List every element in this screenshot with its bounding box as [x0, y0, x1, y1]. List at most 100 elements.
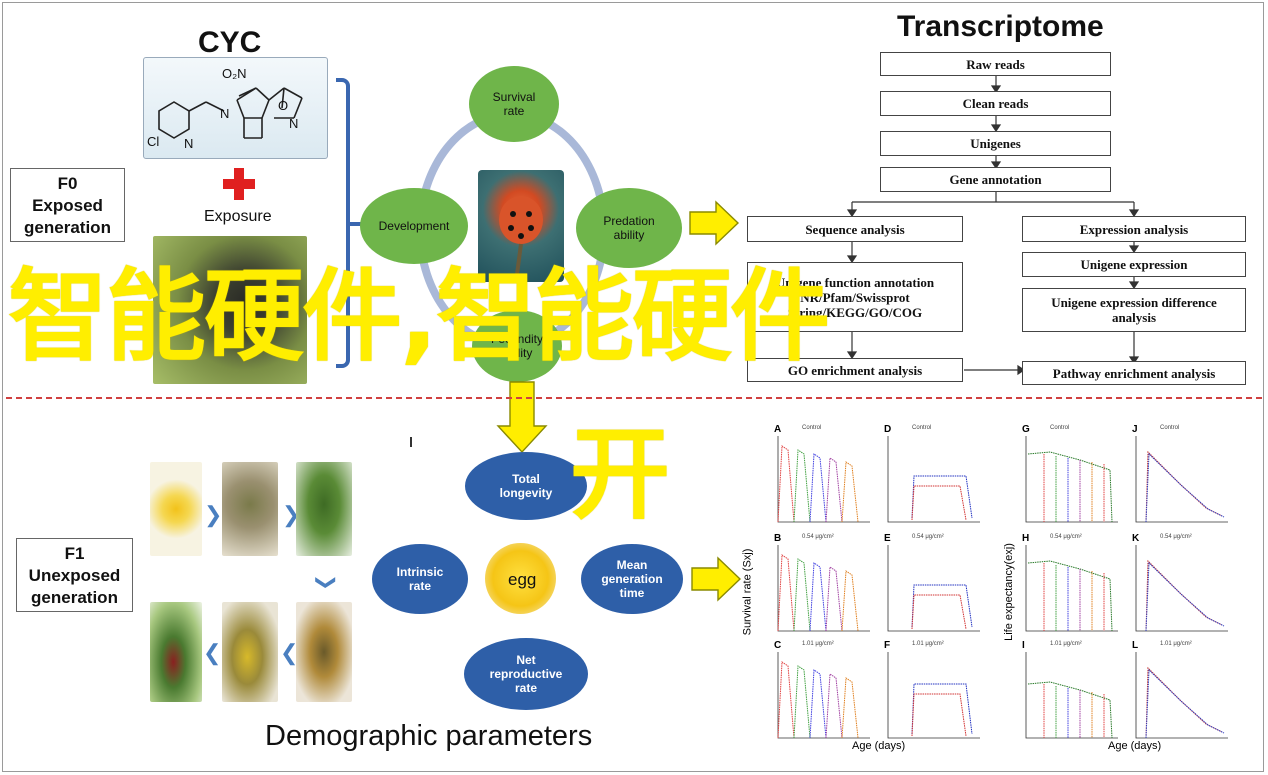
expectancy-curve — [1027, 451, 1113, 523]
chart-axis — [887, 652, 980, 739]
f1-line3: generation — [31, 588, 118, 607]
chevron-left-icon-2: ❮ — [203, 640, 222, 665]
chart-axis — [1025, 436, 1118, 523]
cyc-molecule: O₂N Cl N N O N — [143, 57, 328, 159]
male-curve — [911, 683, 973, 735]
ladybug-spots — [499, 196, 543, 283]
chart-panel-plot — [777, 436, 870, 523]
stage-curve — [841, 461, 859, 523]
stage-curve — [841, 677, 859, 739]
chart-panel-plot — [1135, 436, 1228, 523]
predation-ability-node: Predation ability — [576, 188, 682, 268]
chart-panel-letter: B — [774, 533, 782, 544]
chart-panel-letter: I — [1022, 640, 1025, 651]
chart-panel-title: Control — [912, 425, 932, 431]
female-expectancy — [1145, 450, 1223, 523]
stage-curve — [809, 562, 827, 632]
chevron-left-icon: ❮ — [280, 640, 299, 665]
egg-label: egg — [508, 570, 537, 589]
chart-axis — [887, 436, 980, 523]
chart-panel-plot — [887, 436, 980, 523]
stage-curve — [793, 449, 811, 523]
chart-panel-letter: G — [1022, 424, 1030, 435]
chart-panel-title: Control — [1160, 425, 1180, 431]
cyc-label: CYC — [198, 26, 262, 59]
chevron-right-icon-2: ❯ — [282, 502, 301, 527]
male-expectancy — [1145, 452, 1225, 523]
molecule-o: O — [278, 98, 288, 113]
flow-connectors — [846, 76, 1140, 376]
chart-panel-title: 0.54 μg/cm² — [1050, 534, 1082, 540]
chart-panel-i: I 1.01 μg/cm² — [1020, 640, 1120, 740]
arrow-to-charts — [691, 556, 742, 602]
expression-analysis-box: Expression analysis — [1022, 216, 1246, 242]
chart-panel-letter: E — [884, 533, 891, 544]
life-expectancy-ylabel: Life expectancy(exj) — [1002, 543, 1015, 641]
chart-panel-letter: K — [1132, 533, 1140, 544]
eggs-photo — [150, 462, 202, 556]
plant-photo — [150, 602, 202, 702]
small-mark — [410, 437, 412, 447]
ladybug-photo — [478, 170, 564, 283]
beetle-photo — [153, 236, 307, 384]
adult-beetle-photo — [222, 602, 278, 702]
xlabel-right: Age (days) — [1108, 740, 1162, 752]
overlay-text-line1: 智能硬件,智能硬件 — [8, 258, 830, 375]
pathway-enrichment-box: Pathway enrichment analysis — [1022, 361, 1246, 385]
molecule-n-bridge: N — [289, 116, 298, 131]
chart-panel-d: D Control — [882, 424, 982, 524]
xlabel-left: Age (days) — [852, 740, 906, 752]
chart-panel-title: Control — [802, 425, 822, 431]
female-expectancy — [1145, 666, 1223, 739]
chart-panel-title: 1.01 μg/cm² — [802, 641, 834, 647]
stage-curve — [825, 457, 843, 523]
raw-reads-box: Raw reads — [880, 52, 1111, 76]
larvae-photo — [222, 462, 278, 556]
chart-axis — [1025, 545, 1118, 632]
chart-panel-letter: A — [774, 424, 782, 435]
chart-panel-plot — [777, 652, 870, 739]
stage-curve — [825, 566, 843, 632]
chart-panel-letter: H — [1022, 533, 1030, 544]
chart-axis — [1135, 652, 1228, 739]
molecule-cl: Cl — [147, 134, 159, 149]
molecule-n-amine: N — [220, 106, 229, 121]
unigenes-box: Unigenes — [880, 131, 1111, 156]
unigene-expression-box: Unigene expression — [1022, 252, 1246, 277]
male-expectancy — [1145, 668, 1225, 739]
female-curve — [911, 693, 967, 737]
arrow-to-transcriptome — [689, 200, 740, 246]
clean-reads-box: Clean reads — [880, 91, 1111, 116]
mean-generation-node: Mean generation time — [581, 544, 683, 614]
chart-panel-title: 1.01 μg/cm² — [1160, 641, 1192, 647]
pupa-photo — [296, 602, 352, 702]
chart-axis — [1025, 652, 1118, 739]
f0-title: F0 — [57, 174, 78, 193]
exposure-label: Exposure — [204, 208, 272, 225]
chart-panel-plot — [777, 545, 870, 632]
molecule-no2: O₂N — [222, 66, 247, 81]
chevron-right-icon: ❯ — [204, 502, 223, 527]
expectancy-curve — [1027, 681, 1113, 739]
chart-panel-title: 1.01 μg/cm² — [1050, 641, 1082, 647]
survival-ylabel: Survival rate (Sxj) — [741, 548, 754, 636]
female-curve — [911, 594, 967, 630]
molecule-structure: O₂N Cl N N O N — [147, 66, 303, 151]
chart-panel-letter: J — [1132, 424, 1138, 435]
total-longevity-node: Total longevity — [465, 452, 587, 520]
f0-line2: Exposed — [32, 196, 103, 215]
male-expectancy — [1145, 561, 1225, 632]
chart-panel-letter: D — [884, 424, 892, 435]
overlay-text-line2: 开 — [570, 416, 670, 533]
development-node: Development — [360, 188, 468, 264]
male-curve — [911, 475, 973, 519]
f0-line3: generation — [24, 218, 111, 237]
red-cross-icon — [223, 168, 255, 200]
stage-curve — [825, 673, 843, 739]
chart-panel-j: J Control — [1130, 424, 1230, 524]
